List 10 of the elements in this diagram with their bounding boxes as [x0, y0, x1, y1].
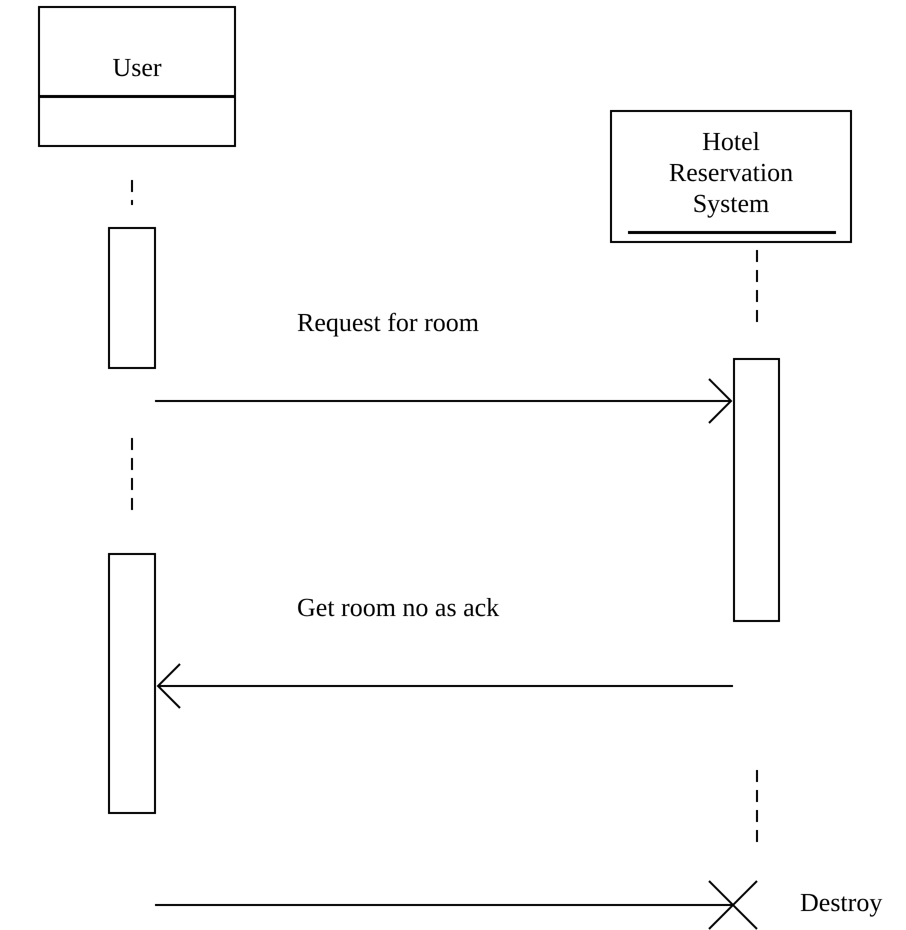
activation-bar	[733, 358, 780, 622]
activation-bar	[108, 227, 156, 369]
activation-bar	[108, 553, 156, 814]
object-box	[38, 6, 236, 147]
object-name: Hotel Reservation System	[668, 126, 794, 219]
object-box	[610, 110, 852, 243]
object-name: User	[111, 52, 163, 83]
message-arrow	[157, 663, 733, 709]
destroy-cross	[709, 881, 757, 929]
message-arrow	[155, 378, 732, 424]
